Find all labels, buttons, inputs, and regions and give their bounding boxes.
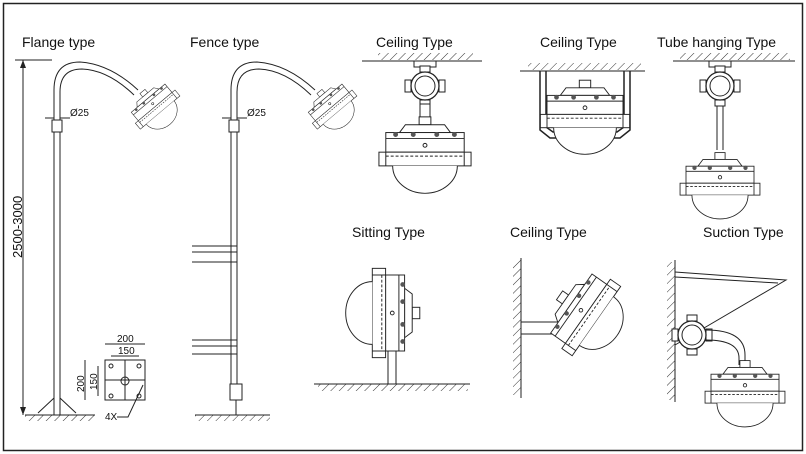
ceiling-type-2-label: Ceiling Type bbox=[540, 34, 617, 50]
fence-type-label: Fence type bbox=[190, 34, 259, 50]
suction-type-label: Suction Type bbox=[703, 224, 784, 240]
suction-type-drawing: Suction Type bbox=[667, 224, 788, 428]
sitting-type-label: Sitting Type bbox=[352, 224, 425, 240]
base-width-inner: 150 bbox=[118, 346, 135, 357]
ceiling-type-1-label: Ceiling Type bbox=[376, 34, 453, 50]
base-height-inner: 150 bbox=[89, 373, 100, 390]
ceiling-type-2-drawing: Ceiling Type bbox=[520, 34, 645, 155]
bolt-count: 4X bbox=[105, 412, 118, 423]
ceiling-type-3-label: Ceiling Type bbox=[510, 224, 587, 240]
sitting-type-drawing: Sitting Type bbox=[314, 224, 470, 391]
pole-height-dimension: 2500-3000 bbox=[10, 196, 25, 258]
base-width-outer: 200 bbox=[117, 334, 134, 345]
pole-diameter-2: Ø25 bbox=[247, 108, 266, 119]
flange-type-label: Flange type bbox=[22, 34, 95, 50]
ceiling-type-3-drawing: Ceiling Type bbox=[510, 224, 642, 398]
tube-hanging-type-drawing: Tube hanging Type bbox=[657, 34, 795, 220]
flange-type-drawing: Flange type 2500-3000 Ø25 200 150 200 15… bbox=[10, 34, 191, 423]
tube-hanging-type-label: Tube hanging Type bbox=[657, 34, 776, 50]
ceiling-type-1-drawing: Ceiling Type bbox=[362, 34, 482, 194]
fence-type-drawing: Fence type Ø25 bbox=[190, 34, 368, 421]
pole-diameter-1: Ø25 bbox=[70, 108, 89, 119]
base-height-outer: 200 bbox=[76, 375, 87, 392]
